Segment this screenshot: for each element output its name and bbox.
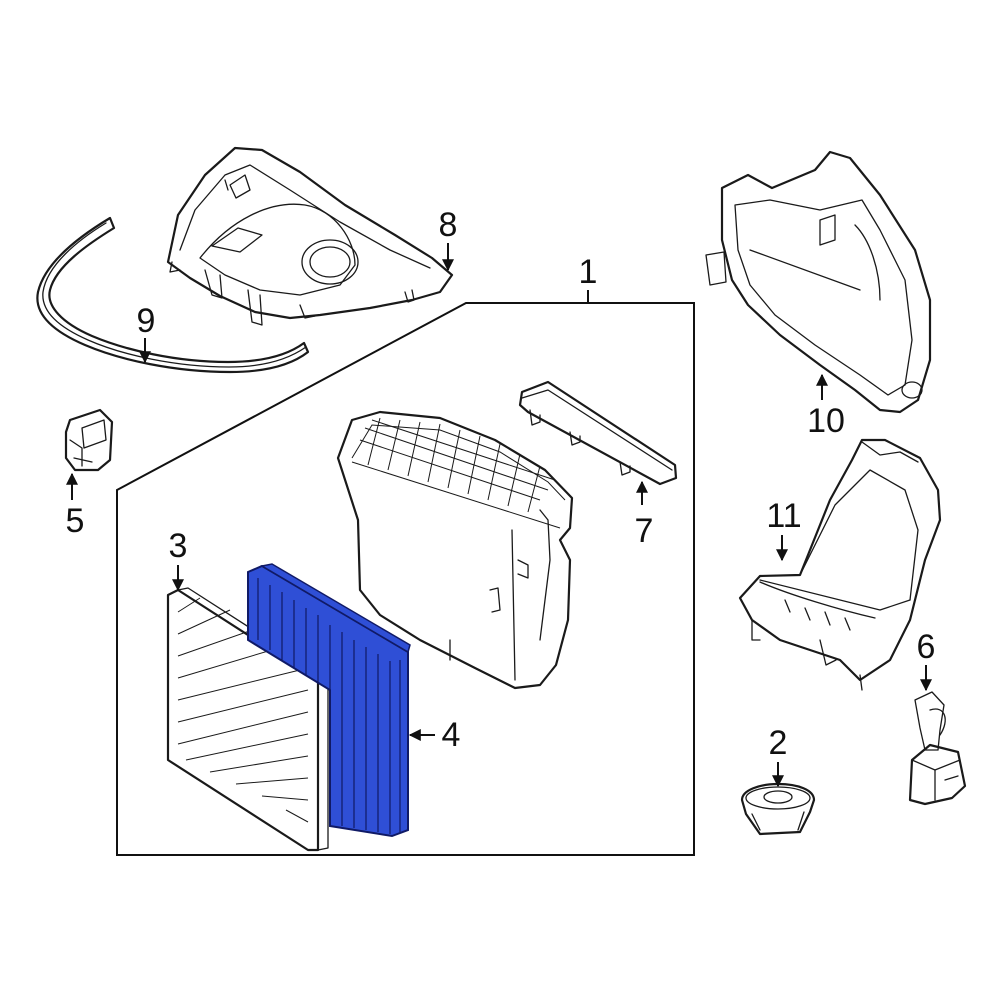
callout-3: 3 — [169, 527, 188, 565]
actuator-sensor[interactable] — [908, 691, 967, 806]
callout-11: 11 — [766, 497, 801, 535]
highlighted-filter[interactable] — [247, 563, 411, 838]
callout-4: 4 — [442, 716, 461, 754]
callout-7: 7 — [635, 512, 654, 550]
evaporator-housing[interactable] — [336, 410, 574, 690]
filter-ribs — [257, 578, 401, 834]
air-duct[interactable] — [705, 150, 932, 414]
callout-labels: 1 2 3 4 5 6 7 8 9 10 11 — [66, 206, 936, 762]
leaders — [66, 243, 932, 788]
connector-switch[interactable] — [64, 408, 114, 472]
callout-1: 1 — [579, 253, 598, 291]
callout-2: 2 — [769, 724, 788, 762]
seal-strip[interactable] — [36, 216, 310, 374]
callout-6: 6 — [917, 628, 936, 666]
upper-housing-cover[interactable] — [166, 146, 454, 326]
callout-5: 5 — [66, 502, 85, 540]
callout-10: 10 — [807, 402, 845, 440]
assembly-frame — [116, 290, 695, 856]
callout-8: 8 — [439, 206, 458, 244]
filter-pleats — [177, 597, 309, 823]
bracket-rail[interactable] — [518, 380, 678, 486]
grommet[interactable] — [740, 782, 816, 836]
lower-duct[interactable] — [738, 438, 942, 691]
callout-9: 9 — [137, 302, 156, 340]
